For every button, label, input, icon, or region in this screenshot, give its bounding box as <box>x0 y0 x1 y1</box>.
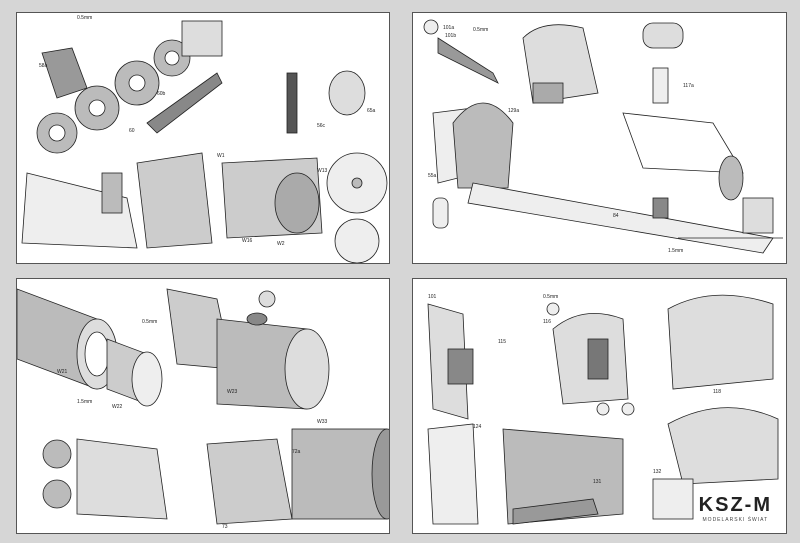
part-label: W21 <box>57 369 68 375</box>
part-label: 101a <box>443 25 455 31</box>
part-label: 0.5mm <box>543 294 559 300</box>
panel-cab-and-frame: 101a 101b 1.5mm 0.5mm 117a 129a 55a 84 <box>412 12 787 264</box>
panel-cab-interior-and-roof: 101 115 116 118 124 0.5mm 131 132 KSZ-M … <box>412 278 787 534</box>
frame-drawing <box>423 19 783 254</box>
part-label: 84 <box>613 213 619 219</box>
part-label: W33 <box>317 419 328 425</box>
part-label: 115 <box>498 339 506 345</box>
publisher-logo: KSZ-M MODELARSKI ŚWIAT <box>699 494 772 523</box>
part-label: 56c <box>317 123 326 129</box>
part-label: 132 <box>653 469 662 475</box>
part-label: 117a <box>683 83 694 89</box>
boiler-drawing <box>17 288 389 525</box>
part-label: W22 <box>112 404 123 410</box>
part-label: W2 <box>277 241 285 247</box>
part-label: W13 <box>317 168 328 174</box>
part-label: 0.5mm <box>142 319 158 325</box>
cab-drawing <box>427 294 779 525</box>
part-label: 73 <box>222 524 228 530</box>
part-label: 0.5mm <box>473 27 489 33</box>
chassis-drawing <box>21 20 388 263</box>
part-label: 58a <box>39 63 48 69</box>
part-label: 0.5mm <box>77 15 93 21</box>
part-label: 101 <box>428 294 437 300</box>
part-label: 118 <box>713 389 721 395</box>
logo-title: KSZ-M <box>698 494 772 516</box>
part-label: 65a <box>367 108 376 114</box>
part-label: 124 <box>473 424 482 430</box>
part-label: 116 <box>543 319 551 325</box>
part-label: 60 <box>129 128 135 134</box>
part-label: 60b <box>157 91 166 97</box>
part-label: 1.5mm <box>668 248 684 254</box>
part-label: 129a <box>508 108 520 114</box>
part-label: 1.5mm <box>77 399 93 405</box>
part-label: 101b <box>445 33 457 39</box>
logo-subtitle: MODELARSKI ŚWIAT <box>702 517 769 523</box>
part-label: 72a <box>292 449 301 455</box>
part-label: 55a <box>428 173 437 179</box>
panel-chassis-and-wheels: 0.5mm 58a 60 W1 W2 W13 W16 56c 65a 60b <box>16 12 390 264</box>
part-label: W23 <box>227 389 238 395</box>
part-label: W16 <box>242 238 253 244</box>
panel-boiler-and-tender: W21 W22 W23 W33 0.5mm 1.5mm 72a 73 <box>16 278 390 534</box>
part-label: W1 <box>217 153 225 159</box>
part-label: 131 <box>593 479 602 485</box>
